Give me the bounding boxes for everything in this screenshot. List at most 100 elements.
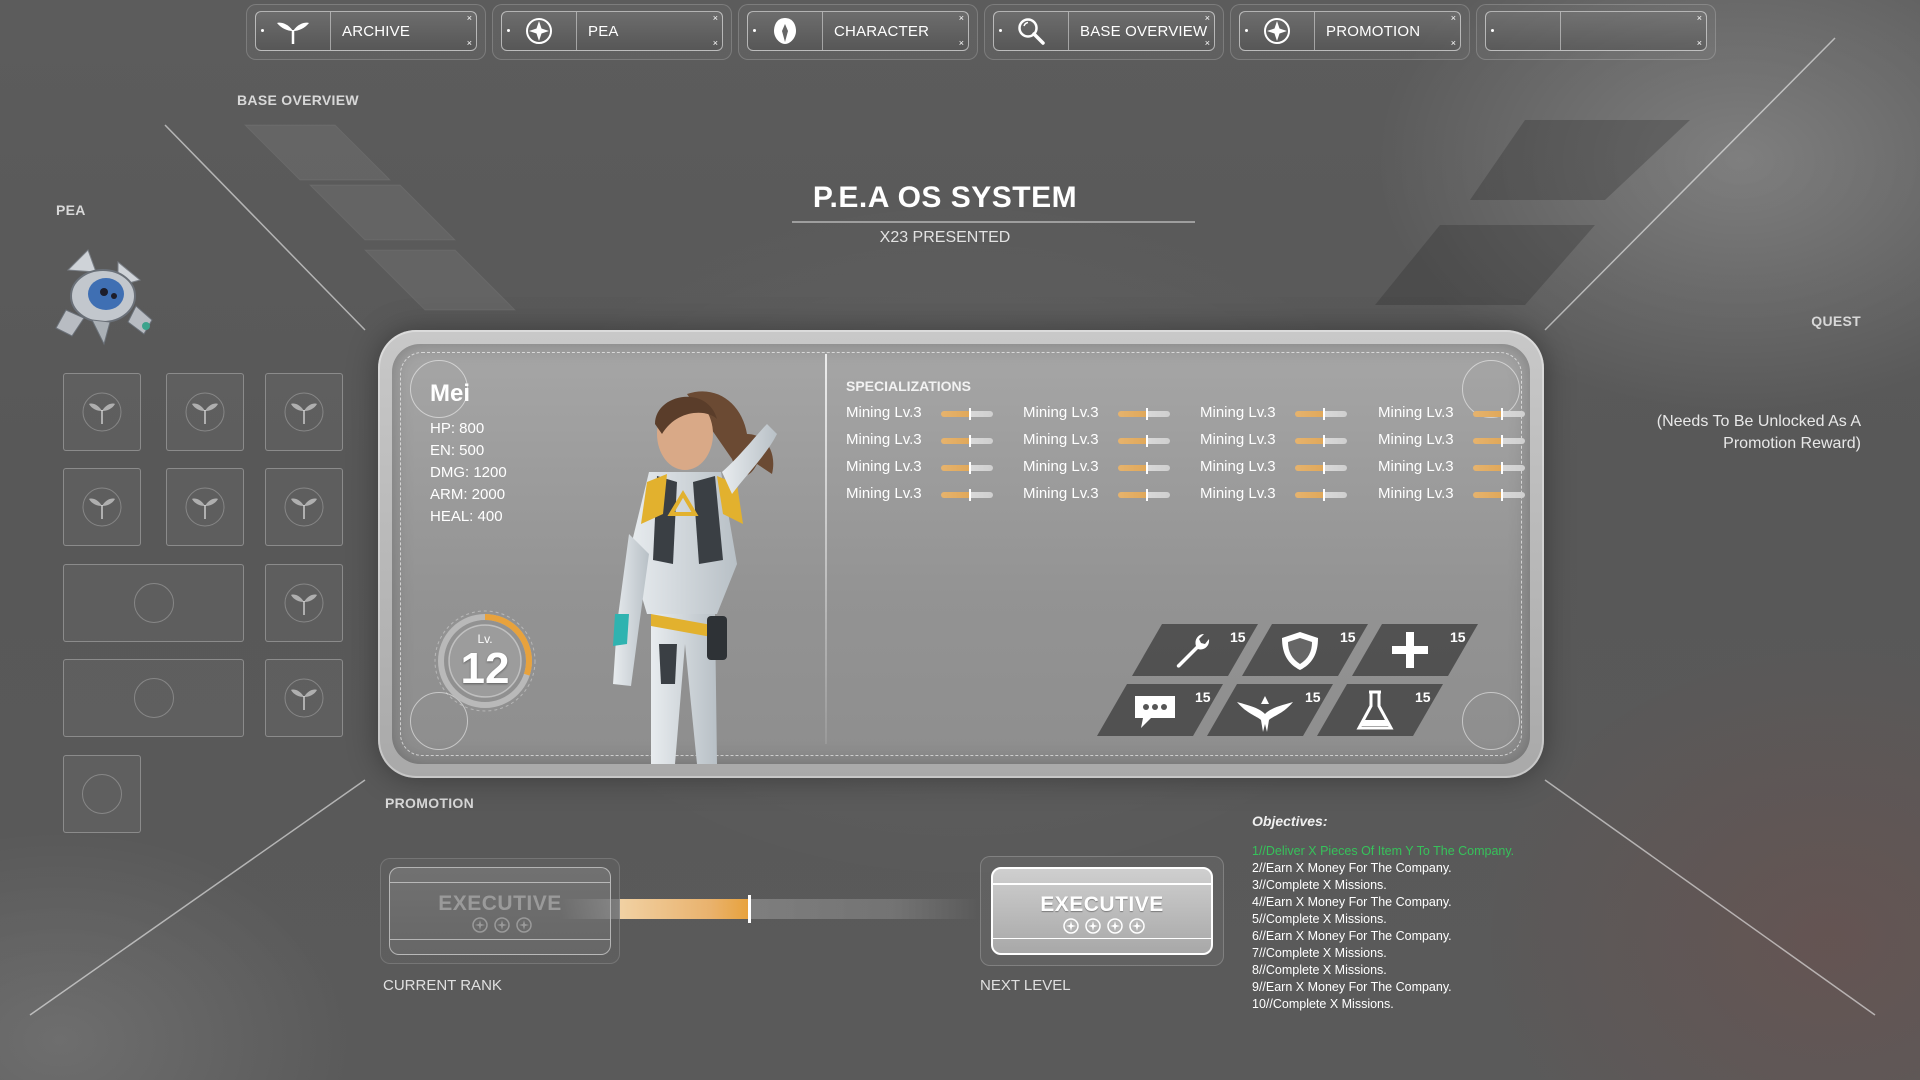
skills-panel: 15 15 15 15 15 15 bbox=[1097, 624, 1478, 736]
magnifier-icon bbox=[1018, 18, 1045, 45]
sprout-icon bbox=[284, 678, 324, 718]
character-stats: HP: 800 EN: 500 DMG: 1200 ARM: 2000 HEAL… bbox=[430, 418, 507, 528]
shield-icon bbox=[1282, 632, 1318, 670]
specialization-item: Mining Lv.3 bbox=[1023, 431, 1099, 448]
sprout-icon bbox=[82, 487, 122, 527]
nav-tab-character[interactable]: CHARACTER ×× bbox=[738, 4, 978, 60]
specialization-progress-bar bbox=[941, 465, 993, 471]
sprout-icon bbox=[284, 583, 324, 623]
objective-item: 8//Complete X Missions. bbox=[1252, 963, 1387, 977]
specialization-progress-bar bbox=[1473, 492, 1525, 498]
inventory-slot[interactable] bbox=[63, 468, 141, 546]
objective-item: 1//Deliver X Pieces Of Item Y To The Com… bbox=[1252, 844, 1515, 858]
level-ring bbox=[434, 610, 536, 712]
nav-label: PEA bbox=[588, 22, 619, 40]
wrench-icon bbox=[1176, 634, 1210, 668]
rank-stars-icon bbox=[472, 917, 532, 933]
flask-icon bbox=[1356, 690, 1394, 730]
stat-en: EN: 500 bbox=[430, 442, 485, 459]
specialization-progress-bar bbox=[1473, 438, 1525, 444]
skill-value: 15 bbox=[1195, 689, 1211, 705]
helmet-icon bbox=[774, 18, 796, 44]
specialization-item: Mining Lv.3 bbox=[1200, 485, 1276, 502]
character-name: Mei bbox=[430, 380, 471, 407]
inventory-slot[interactable] bbox=[63, 755, 141, 833]
nav-label: PROMOTION bbox=[1326, 22, 1421, 40]
skill-chip: 15 bbox=[1097, 684, 1223, 736]
specialization-progress-bar bbox=[941, 411, 993, 417]
specialization-item: Mining Lv.3 bbox=[1023, 485, 1099, 502]
specialization-progress-bar bbox=[1295, 465, 1347, 471]
specialization-item: Mining Lv.3 bbox=[1200, 458, 1276, 475]
nav-label: BASE OVERVIEW bbox=[1080, 22, 1208, 40]
sprout-icon bbox=[284, 487, 324, 527]
compass-star-icon bbox=[1264, 18, 1290, 44]
quest-label: QUEST bbox=[1811, 313, 1861, 329]
skill-value: 15 bbox=[1305, 689, 1321, 705]
specialization-item: Mining Lv.3 bbox=[1200, 431, 1276, 448]
specializations-title: SPECIALIZATIONS bbox=[846, 378, 971, 394]
objective-item: 7//Complete X Missions. bbox=[1252, 946, 1387, 960]
objective-item: 6//Earn X Money For The Company. bbox=[1252, 929, 1452, 943]
next-level-label: NEXT LEVEL bbox=[980, 977, 1071, 994]
objective-item: 2//Earn X Money For The Company. bbox=[1252, 861, 1452, 875]
skill-value: 15 bbox=[1340, 629, 1356, 645]
specialization-progress-bar bbox=[941, 492, 993, 498]
specialization-item: Mining Lv.3 bbox=[1378, 431, 1454, 448]
specialization-progress-bar bbox=[1473, 411, 1525, 417]
plus-icon bbox=[1392, 632, 1428, 668]
nav-tab-archive[interactable]: ARCHIVE ×× bbox=[246, 4, 486, 60]
inventory-slot[interactable] bbox=[265, 564, 343, 642]
nav-tab-promotion[interactable]: PROMOTION ×× bbox=[1230, 4, 1470, 60]
sprout-icon bbox=[284, 392, 324, 432]
stat-heal: HEAL: 400 bbox=[430, 508, 503, 525]
objectives-title: Objectives: bbox=[1252, 813, 1328, 829]
skill-chip: 15 bbox=[1317, 684, 1443, 736]
objective-item: 9//Earn X Money For The Company. bbox=[1252, 980, 1452, 994]
sprout-icon bbox=[82, 392, 122, 432]
skill-value: 15 bbox=[1450, 629, 1466, 645]
inventory-slot[interactable] bbox=[265, 373, 343, 451]
objective-item: 3//Complete X Missions. bbox=[1252, 878, 1387, 892]
specialization-item: Mining Lv.3 bbox=[846, 485, 922, 502]
specialization-progress-bar bbox=[1295, 411, 1347, 417]
stat-hp: HP: 800 bbox=[430, 420, 485, 437]
objective-item: 4//Earn X Money For The Company. bbox=[1252, 895, 1452, 909]
objective-item: 5//Complete X Missions. bbox=[1252, 912, 1387, 926]
skill-value: 15 bbox=[1230, 629, 1246, 645]
nav-tab-pea[interactable]: PEA ×× bbox=[492, 4, 732, 60]
skill-chip: 15 bbox=[1242, 624, 1368, 676]
character-card: Mei HP: 800 EN: 500 DMG: 1200 ARM: 2000 … bbox=[378, 330, 1544, 778]
inventory-slot[interactable] bbox=[63, 373, 141, 451]
specialization-item: Mining Lv.3 bbox=[1023, 404, 1099, 421]
inventory-slot-wide[interactable] bbox=[63, 659, 244, 737]
skill-value: 15 bbox=[1415, 689, 1431, 705]
card-divider bbox=[825, 354, 827, 744]
skill-chip: 15 bbox=[1352, 624, 1478, 676]
objectives-panel: Objectives: 1//Deliver X Pieces Of Item … bbox=[1252, 813, 1514, 1013]
objectives-list: 1//Deliver X Pieces Of Item Y To The Com… bbox=[1252, 843, 1514, 1013]
inventory-slot[interactable] bbox=[265, 468, 343, 546]
character-portrait bbox=[613, 391, 777, 764]
specialization-item: Mining Lv.3 bbox=[846, 458, 922, 475]
sprout-icon bbox=[277, 22, 309, 44]
inventory-slot-wide[interactable] bbox=[63, 564, 244, 642]
nav-label: ARCHIVE bbox=[342, 22, 411, 40]
nav-tab-base-overview[interactable]: BASE OVERVIEW ×× bbox=[984, 4, 1224, 60]
inventory-slot[interactable] bbox=[166, 468, 244, 546]
specialization-progress-bar bbox=[941, 438, 993, 444]
current-rank-label: CURRENT RANK bbox=[383, 977, 502, 994]
rank-stars-icon bbox=[1063, 918, 1145, 934]
base-overview-label: BASE OVERVIEW bbox=[237, 92, 359, 108]
specialization-item: Mining Lv.3 bbox=[846, 404, 922, 421]
nav-tab-empty[interactable]: ×× bbox=[1476, 4, 1716, 60]
inventory-slot[interactable] bbox=[265, 659, 343, 737]
specialization-item: Mining Lv.3 bbox=[1378, 458, 1454, 475]
promotion-progress-track bbox=[560, 895, 980, 923]
specialization-item: Mining Lv.3 bbox=[1378, 485, 1454, 502]
specialization-item: Mining Lv.3 bbox=[1378, 404, 1454, 421]
inventory-slot[interactable] bbox=[166, 373, 244, 451]
promotion-progress-fill bbox=[620, 899, 749, 919]
quest-locked-message: (Needs To Be Unlocked As A Promotion Rew… bbox=[1656, 413, 1861, 452]
